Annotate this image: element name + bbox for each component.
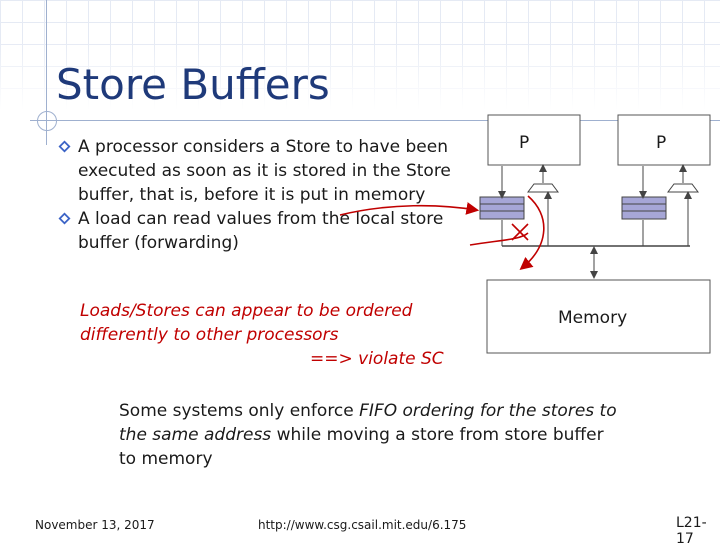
fifo-text: Some systems only enforce: [119, 401, 360, 421]
slide-title: Store Buffers: [56, 60, 330, 109]
mux-right: [667, 183, 699, 193]
sc-violation-note: Loads/Stores can appear to be ordered di…: [80, 299, 480, 371]
bullet-list: A processor considers a Store to have be…: [58, 135, 478, 255]
decor-horizontal-line: [30, 120, 720, 121]
red-arrow-load: [469, 232, 529, 246]
slide-number: L21-17: [676, 515, 707, 547]
memory-label: Memory: [558, 308, 627, 328]
note-line: Loads/Stores can appear to be ordered: [80, 301, 413, 321]
decor-crosshair-icon: [37, 111, 57, 131]
fifo-paragraph: Some systems only enforce FIFO ordering …: [119, 399, 619, 471]
diamond-bullet-icon: [58, 212, 71, 225]
store-buffer-right: [621, 196, 667, 220]
background-grid-fade: [0, 40, 720, 110]
processor-label-right: P: [656, 133, 666, 153]
note-line: ==> violate SC: [310, 349, 444, 369]
diamond-bullet-icon: [58, 140, 71, 153]
red-cross-mark: [511, 223, 529, 241]
footer-url: http://www.csg.csail.mit.edu/6.175: [258, 518, 467, 532]
processor-box-right: [617, 114, 711, 166]
fifo-emphasis: FIFO ordering for the stores to the same…: [119, 401, 617, 445]
footer-date: November 13, 2017: [35, 518, 155, 532]
bullet-text: A load can read values from the local st…: [78, 209, 444, 253]
bullet-item: A processor considers a Store to have be…: [58, 135, 478, 207]
processor-box-left: [487, 114, 581, 166]
memory-box: [486, 279, 711, 354]
bullet-item: A load can read values from the local st…: [58, 207, 478, 255]
red-arrow-to-buffer: [339, 202, 480, 216]
note-line: differently to other processors: [80, 325, 339, 345]
fifo-text: while moving a store from store buffer t…: [119, 425, 604, 469]
mux-left: [527, 183, 559, 193]
red-arrow-forwarding: [519, 195, 545, 271]
decor-vertical-line: [46, 0, 47, 145]
bullet-text: A processor considers a Store to have be…: [78, 137, 451, 205]
store-buffer-left: [479, 196, 525, 220]
processor-label-left: P: [519, 133, 529, 153]
